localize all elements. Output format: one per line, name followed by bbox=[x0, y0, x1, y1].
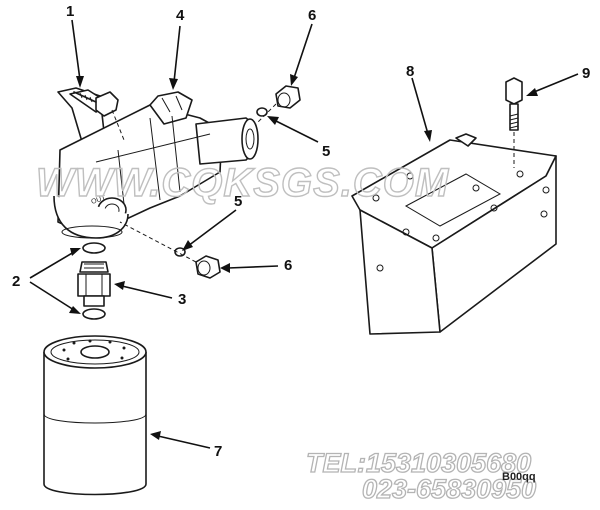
bracket-bolt bbox=[505, 77, 523, 168]
fuel-filter bbox=[43, 335, 147, 496]
filter-head: OUT bbox=[53, 87, 259, 239]
filter-adapter bbox=[77, 261, 111, 307]
watermark-phone: 023-65830950 bbox=[362, 474, 536, 504]
callout-3: 3 bbox=[178, 291, 186, 308]
o-ring-upper bbox=[256, 107, 268, 117]
mounting-bracket bbox=[351, 133, 557, 335]
callout-5-lower: 5 bbox=[234, 193, 242, 210]
callout-9: 9 bbox=[582, 65, 590, 82]
plug-upper bbox=[255, 85, 301, 125]
callout-6-upper: 6 bbox=[308, 7, 316, 24]
callout-6-lower: 6 bbox=[284, 257, 292, 274]
callout-4: 4 bbox=[176, 7, 185, 24]
drawing-tag: B00qq bbox=[502, 471, 536, 483]
o-ring-top bbox=[82, 242, 106, 254]
capscrew bbox=[69, 89, 125, 141]
head-stamp-text: OUT bbox=[90, 194, 107, 205]
watermark-tel: TEL:15310305680 bbox=[306, 448, 531, 478]
callout-7: 7 bbox=[214, 443, 222, 460]
callout-1: 1 bbox=[66, 3, 74, 20]
leader-lines bbox=[29, 19, 579, 449]
plug-lower bbox=[119, 221, 221, 279]
watermark-site: WWW.CQKSGS.COM bbox=[36, 161, 450, 205]
o-ring-lower bbox=[174, 247, 186, 257]
o-ring-bottom bbox=[82, 308, 106, 320]
callout-2: 2 bbox=[12, 273, 20, 290]
callout-5-upper: 5 bbox=[322, 143, 330, 160]
callout-8: 8 bbox=[406, 63, 414, 80]
